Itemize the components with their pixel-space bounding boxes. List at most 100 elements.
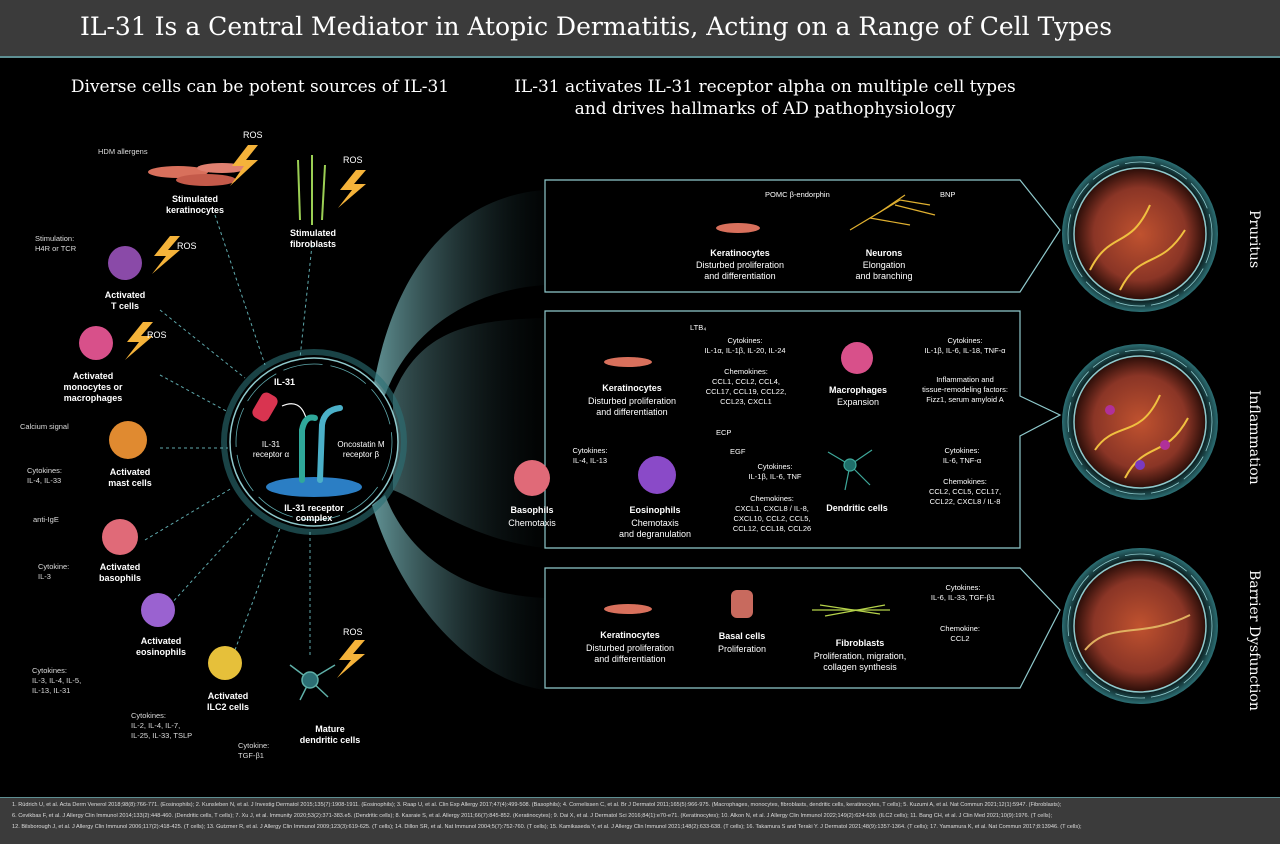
- keratinocytes-label: Stimulated keratinocytes: [165, 194, 225, 215]
- fibroblasts-label: Stimulated fibroblasts: [289, 228, 336, 249]
- pruritus-panel: [544, 179, 1061, 293]
- calcium-label: Calcium signal: [20, 422, 69, 431]
- source-connectors: [144, 214, 313, 655]
- monocyte: [79, 326, 113, 360]
- ltb4-label: LTB₄: [690, 323, 707, 332]
- fibroblast-cells: [297, 155, 326, 225]
- ros-label: ROS: [147, 330, 167, 340]
- barrier-side-label: Barrier Dysfunction: [1246, 570, 1262, 711]
- page-title: IL-31 Is a Central Mediator in Atopic De…: [80, 12, 1113, 41]
- egf-label: EGF: [730, 447, 746, 456]
- source-cells: [79, 155, 336, 701]
- ros-label: ROS: [177, 241, 197, 251]
- basophil: [102, 519, 138, 555]
- infl-kera-name: Keratinocytes: [602, 383, 662, 393]
- ilc2-label: Activated ILC2 cells: [206, 691, 250, 712]
- barrier-arm: [372, 495, 545, 690]
- mast-cell: [109, 421, 147, 459]
- pruritus-tissue-circle: [1062, 156, 1218, 312]
- basal-desc: Proliferation: [717, 644, 767, 654]
- fibroblast-shape: [812, 604, 890, 617]
- fib-cytokines: Cytokines: IL-6, IL-33, TGF-β1: [930, 583, 996, 602]
- dc-name: Dendritic cells: [826, 503, 888, 513]
- basophils-name: Basophils: [510, 505, 554, 515]
- eosinophils-name: Eosinophils: [629, 505, 681, 515]
- mast-label: Activated mast cells: [108, 467, 152, 488]
- ros-label: ROS: [343, 155, 363, 165]
- dc-cytokines: Cytokines: IL-6, TNF-α: [942, 446, 982, 465]
- bnp-label: BNP: [940, 190, 956, 199]
- ros-label: ROS: [243, 130, 263, 140]
- pruritus-arm: [372, 190, 545, 395]
- baso-cytokine: Cytokine: IL-3: [38, 562, 70, 581]
- ilc2-cytokines: Cytokines: IL-2, IL-4, IL-7, IL-25, IL-3…: [131, 711, 193, 740]
- dc-chemokines: Chemokines: CCL2, CCL5, CCL17, CCL22, CX…: [928, 477, 1002, 506]
- mast-cytokines: Cytokines: IL-4, IL-33: [27, 466, 63, 485]
- pruritus-kera-name: Keratinocytes: [710, 248, 770, 258]
- complex-label: IL-31 receptor complex: [284, 503, 344, 523]
- inflammation-panel: [544, 310, 1062, 549]
- panel-cells: [514, 194, 936, 618]
- barrier-kera-desc: Disturbed proliferation and differentiat…: [585, 643, 675, 664]
- macrophages-desc: Expansion: [836, 397, 880, 407]
- fibroblasts-name: Fibroblasts: [835, 638, 885, 648]
- infl-kera-desc: Disturbed proliferation and differentiat…: [587, 396, 677, 417]
- il31-receptor-hub: [221, 349, 407, 535]
- macrophages-name: Macrophages: [828, 385, 888, 395]
- inflammation-tissue-circle: [1062, 344, 1218, 500]
- ilc2: [208, 646, 242, 680]
- dc-source-label: Mature dendritic cells: [299, 724, 361, 745]
- reference-line: 6. Cevikbas F, et al. J Allergy Clin Imm…: [12, 813, 1053, 819]
- title-bar: IL-31 Is a Central Mediator in Atopic De…: [0, 0, 1280, 58]
- eosinophil: [141, 593, 175, 627]
- dc-cytokine: Cytokine: TGF-β1: [238, 741, 270, 760]
- inflammation-side-label: Inflammation: [1246, 390, 1262, 485]
- infl-kera-cytokines: Cytokines: IL-1α, IL-1β, IL-20, IL-24: [704, 336, 786, 355]
- monocytes-label: Activated monocytes or macrophages: [63, 371, 123, 403]
- pruritus-kera-desc: Disturbed proliferation and differentiat…: [695, 260, 785, 281]
- pomc-label: POMC β-endorphin: [765, 190, 830, 199]
- eosinophils-desc: Chemotaxis and degranulation: [618, 518, 692, 539]
- neuron-shape: [849, 194, 936, 231]
- tcell: [108, 246, 142, 280]
- neurons-desc: Elongation and branching: [855, 260, 913, 281]
- reference-line: 12. Bilsborough J, et al. J Allergy Clin…: [12, 824, 1082, 830]
- il31-label: IL-31: [274, 377, 296, 387]
- ecp-label: ECP: [716, 428, 732, 437]
- dendritic-cell: [289, 664, 336, 701]
- hdm-label: HDM allergens: [98, 147, 148, 156]
- tcells-label: Activated T cells: [104, 290, 146, 311]
- inflammation-arm: [393, 318, 545, 548]
- eosinophils-label: Activated eosinophils: [135, 636, 186, 657]
- barrier-panel: [544, 567, 1061, 689]
- right-heading-1: IL-31 activates IL-31 receptor alpha on …: [514, 77, 1016, 97]
- infl-kera-chemokines: Chemokines: CCL1, CCL2, CCL4, CCL17, CCL…: [705, 367, 787, 406]
- left-heading: Diverse cells can be potent sources of I…: [70, 77, 450, 97]
- barrier-tissue-circle: [1062, 548, 1218, 704]
- barrier-kera-name: Keratinocytes: [600, 630, 660, 640]
- eos-chemokines: Chemokines: CXCL1, CXCL8 / IL-8, CXCL10,…: [732, 494, 812, 533]
- reference-line: 1. Rüdrich U, et al. Acta Derm Venerol 2…: [12, 802, 1062, 808]
- basophils-desc: Chemotaxis: [508, 518, 556, 528]
- basal-name: Basal cells: [718, 631, 766, 641]
- ros-label: ROS: [343, 627, 363, 637]
- baso-cytokines: Cytokines: IL-4, IL-13: [572, 446, 608, 465]
- fibroblasts-desc: Proliferation, migration, collagen synth…: [813, 651, 907, 672]
- eos-cytokines: Cytokines: IL-3, IL-4, IL-5, IL-13, IL-3…: [32, 666, 82, 695]
- keratinocyte-cells: [148, 163, 247, 186]
- pruritus-side-label: Pruritus: [1246, 210, 1262, 269]
- receptor-alpha-label: IL-31 receptor α: [252, 440, 290, 459]
- basophils-label: Activated basophils: [98, 562, 141, 583]
- stimulation-label: Stimulation: H4R or TCR: [35, 234, 77, 253]
- references-bar: 1. Rüdrich U, et al. Acta Derm Venerol 2…: [0, 797, 1280, 844]
- right-heading-2: and drives hallmarks of AD pathophysiolo…: [574, 99, 956, 119]
- mac-factors: Inflammation and tissue-remodeling facto…: [922, 375, 1008, 404]
- neurons-name: Neurons: [865, 248, 903, 258]
- oncostatin-label: Oncostatin M receptor β: [337, 440, 385, 459]
- fib-chemokine: Chemokine: CCL2: [939, 624, 981, 643]
- dc-shape: [827, 449, 873, 491]
- ros-bolts: [125, 145, 366, 678]
- mac-cytokines: Cytokines: IL-1β, IL-6, IL-18, TNF-α: [924, 336, 1006, 355]
- eos-cytokines-inf: Cytokines: IL-1β, IL-6, TNF: [748, 462, 802, 481]
